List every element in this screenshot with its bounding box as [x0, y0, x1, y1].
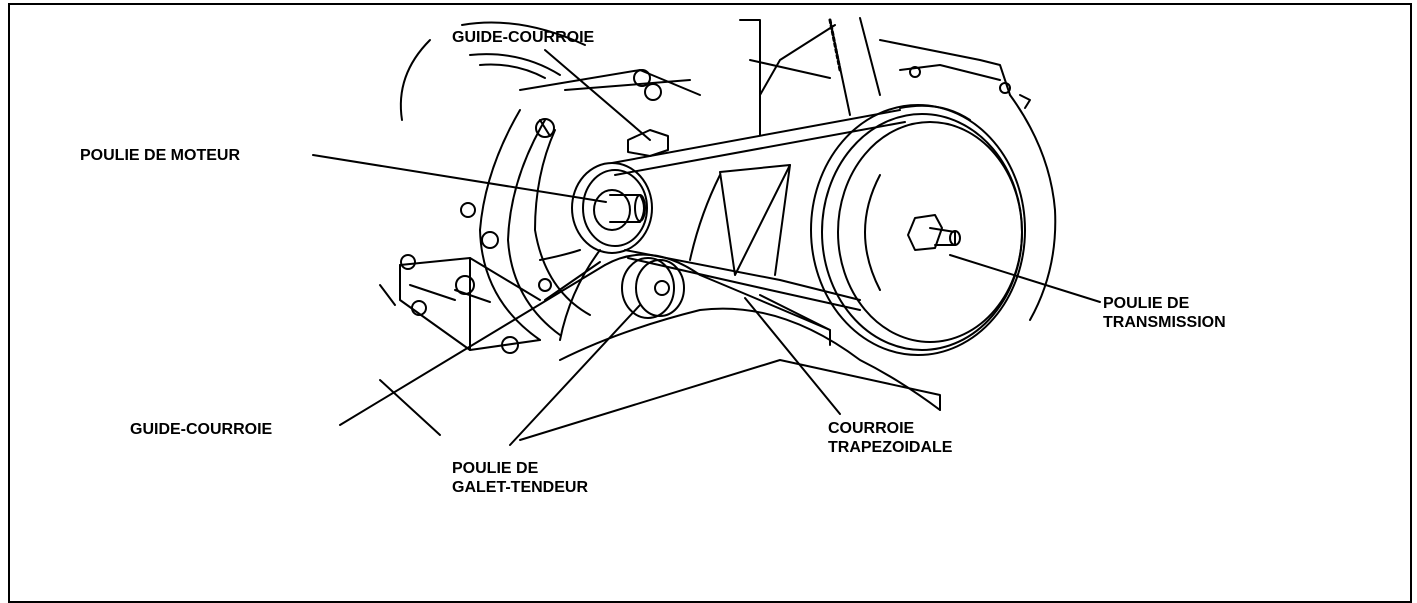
engine-housing	[379, 21, 701, 436]
leader-poulie-transmission	[949, 254, 1101, 303]
chassis-frame	[739, 17, 1057, 321]
label-poulie-transmission-line2: TRANSMISSION	[1103, 314, 1226, 331]
transmission-pulley	[810, 104, 1026, 356]
leader-guide-bottom	[339, 264, 606, 426]
v-belt	[611, 104, 971, 311]
label-poulie-moteur: POULIE DE MOTEUR	[80, 147, 241, 164]
belt-guide-top	[627, 129, 669, 157]
idler-pulley	[621, 257, 685, 319]
label-poulie-galet-line2: GALET-TENDEUR	[452, 479, 588, 496]
label-poulie-galet: POULIE DE GALET-TENDEUR	[452, 459, 588, 497]
belt-drive-illustration	[312, 17, 1101, 446]
label-courroie-line1: COURROIE	[828, 420, 915, 437]
tensioner-bracket	[689, 164, 791, 276]
label-guide-courroie-top: GUIDE-COURROIE	[452, 29, 595, 46]
leader-poulie-moteur	[312, 154, 607, 203]
engine-pulley	[571, 162, 653, 254]
label-guide-courroie-bottom: GUIDE-COURROIE	[130, 421, 273, 438]
label-poulie-galet-line1: POULIE DE	[452, 460, 539, 477]
leader-lines	[312, 49, 1101, 446]
label-poulie-transmission-line1: POULIE DE	[1103, 295, 1190, 312]
leader-courroie	[744, 297, 841, 415]
leader-poulie-galet	[509, 304, 641, 446]
drive-chain	[828, 18, 842, 72]
leader-guide-top	[544, 49, 651, 141]
label-courroie-trapezoidale: COURROIE TRAPEZOIDALE	[828, 419, 952, 457]
bolts	[400, 69, 662, 354]
label-poulie-transmission: POULIE DE TRANSMISSION	[1103, 294, 1226, 332]
label-courroie-line2: TRAPEZOIDALE	[828, 439, 953, 456]
